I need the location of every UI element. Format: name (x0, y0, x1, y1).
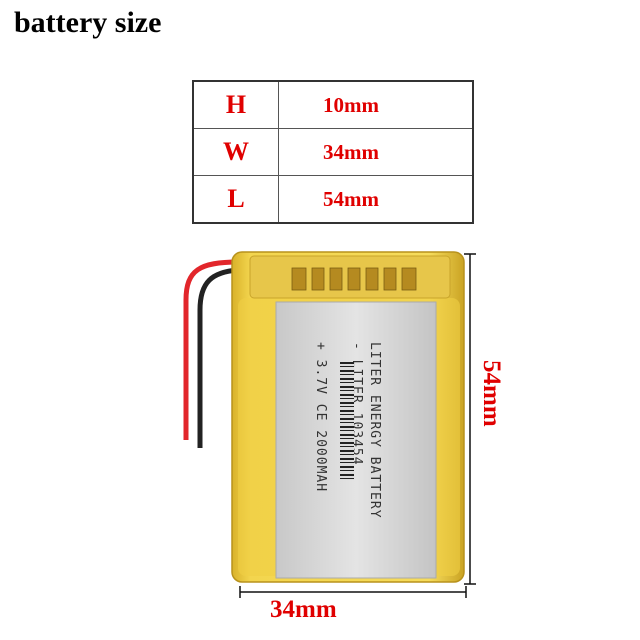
label-line-1: LITER ENERGY BATTERY (367, 342, 382, 519)
dimension-value: 34mm (278, 128, 474, 176)
dimension-key: W (192, 128, 279, 176)
label-line-3: + 3.7V CE 2000MAH (313, 342, 328, 493)
terminal-tabs (291, 267, 417, 291)
page-title: battery size (14, 6, 162, 39)
dimension-value: 54mm (278, 175, 474, 224)
red-wire (183, 259, 239, 440)
dimension-key: L (192, 175, 279, 224)
barcode (340, 362, 354, 480)
table-row: L 54mm (192, 175, 474, 224)
black-wire (197, 267, 239, 448)
dimensions-table: H 10mm W 34mm L 54mm (192, 80, 474, 224)
battery-label (275, 301, 437, 579)
width-label: 34mm (270, 596, 337, 623)
length-label: 54mm (478, 360, 505, 427)
table-row: W 34mm (192, 128, 474, 176)
